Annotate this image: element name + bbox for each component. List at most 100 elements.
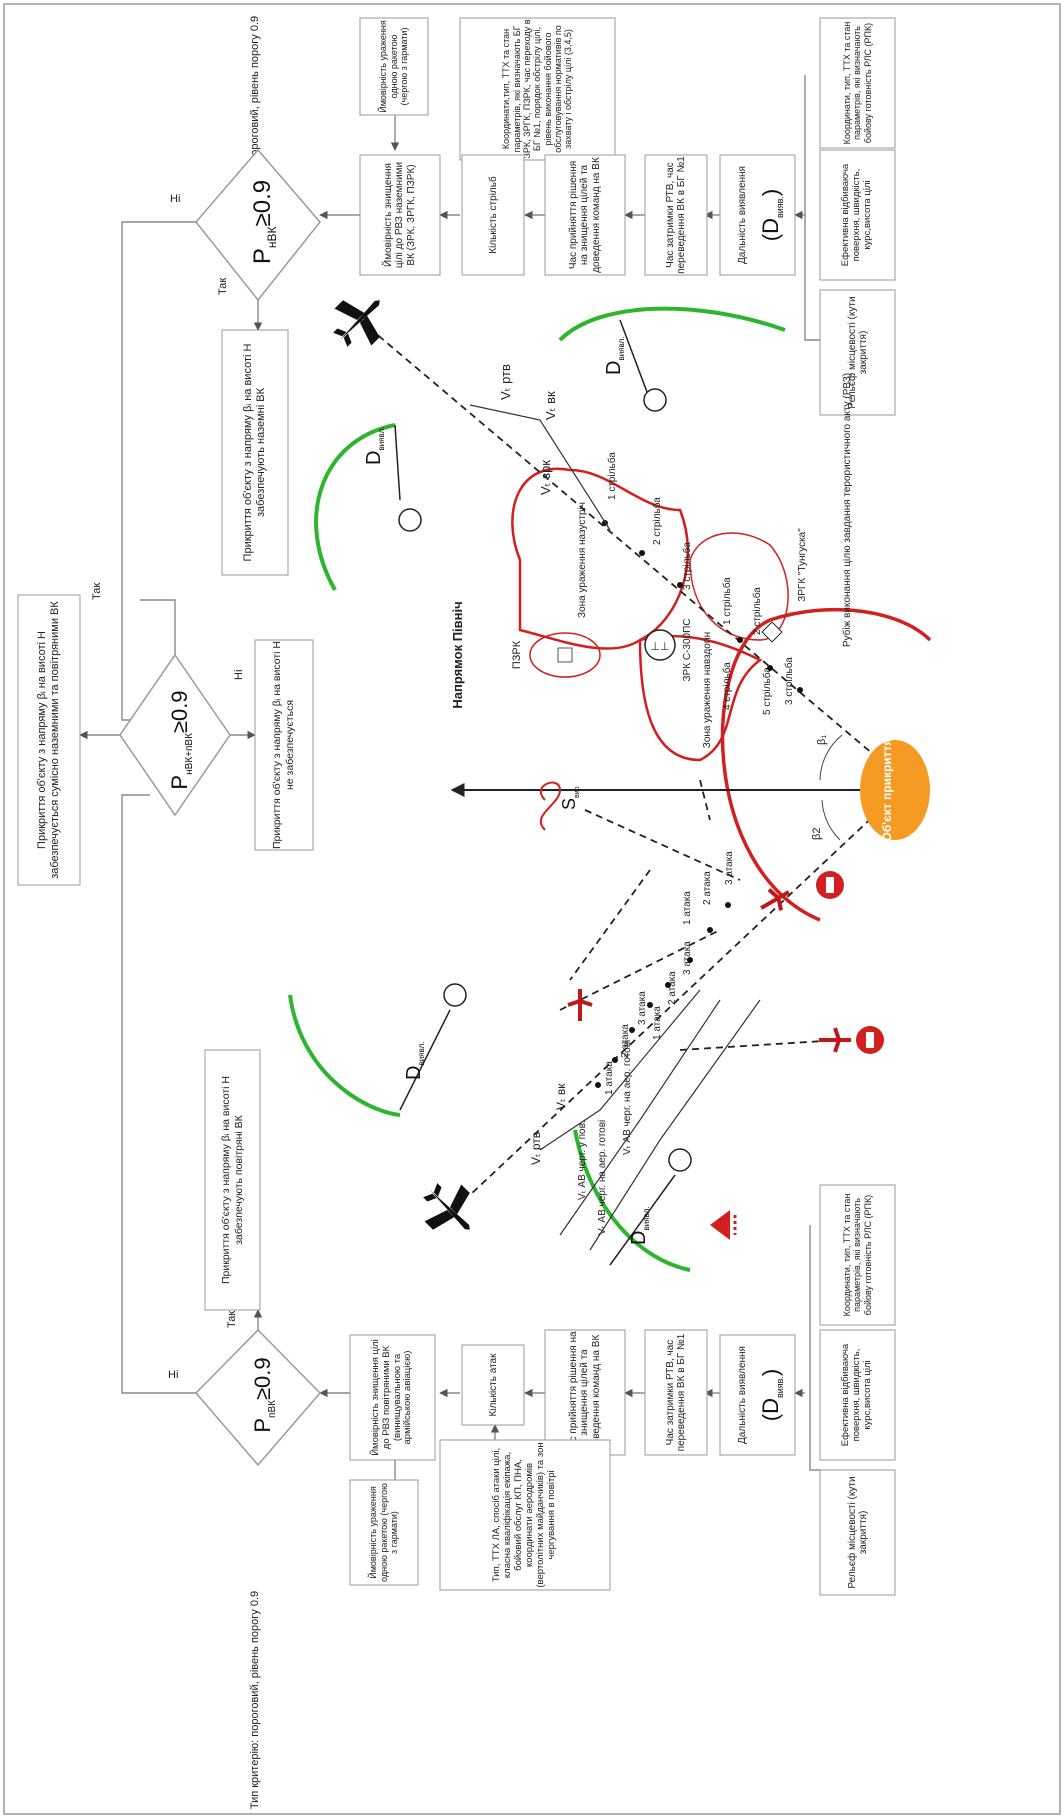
warning-triangle-icon [710,1210,737,1240]
svg-text:Dвиявл.: Dвиявл. [363,427,386,465]
pzrk-zone [529,632,601,678]
svg-text:3 атака: 3 атака [637,991,648,1025]
bottom-track-brackets [539,989,761,1251]
svg-text:Vₜ вк: Vₜ вк [554,1083,568,1110]
radar-bottom-right: Dвиявл. [609,1148,692,1266]
zone-far-label: Зона ураження назустріч [577,502,588,618]
svg-text:2 стрільба: 2 стрільба [651,497,663,545]
radar-detection-arcs [288,306,786,1272]
svg-text:1 атака: 1 атака [604,1061,615,1095]
center-decision-diamond: PнВК+пВК≥0.9 [119,653,231,817]
s300-label: ЗРК С-300ПС [682,619,693,682]
bottom-card-aircraft: Тип, ТТХ ЛА, спосіб атаки цілі, класна к… [439,1439,611,1591]
tactical-map: ПЗРК Напрямок Північ β₁ β2 Об'єкт прикри… [288,300,932,1272]
tunguska-label: ЗРГК "Тунгуска" [797,528,808,602]
svg-text:3 атака: 3 атака [724,851,735,885]
pzrk-icon [557,647,573,663]
top-card-hit-prob: Ймовірність ураження одною ракетою (черг… [359,17,429,116]
beta2-arc [821,799,841,841]
center-top-box: Прикриття об'єкту з напряму βᵢ на висоті… [17,594,81,886]
bottom-box-delay: Час затримки РТВ, час переведення ВК в Б… [644,1329,708,1456]
svg-text:Vₜ вк: Vₜ вк [543,391,558,420]
top-decision-p: P [249,248,276,264]
svg-text:2 атака: 2 атака [667,971,678,1005]
top-card-coords-zrk: Координати,тип, ТТХ та стан параметрів, … [459,17,616,161]
bottom-threshold-note: Тип критерію: пороговий, рівень порогу 0… [249,1591,261,1809]
svg-text:(Dвияв.): (Dвияв.) [758,1369,785,1422]
svg-text:Дальність виявлення: Дальність виявлення [737,166,748,264]
top-decision-diamond: PнВК≥0.9 [195,148,321,302]
svg-text:PнВК+пВК≥0.9: PнВК+пВК≥0.9 [167,690,195,789]
top-box-delay: Час затримки РТВ, час переведення ВК в Б… [644,154,708,276]
svg-text:Sвир: Sвир [559,786,581,810]
fighter-icon-2 [819,1027,851,1053]
zone-near-label: Зона ураження навздогін [702,632,713,748]
enemy-aircraft-top-icon [333,300,380,347]
s300-symbol: ⊥⊥ [644,629,676,661]
attacks-b: 1 атака 2 атака 3 атака [652,941,693,1040]
svg-text:3 стрільба: 3 стрільба [783,657,795,705]
s-virage: Sвир [539,781,581,831]
enemy-aircraft-bottom-icon [423,1183,470,1230]
pzrk-label: ПЗРК [511,640,523,669]
svg-text:Vₜ ртв: Vₜ ртв [529,1132,543,1165]
airfield-marker-1 [856,1026,884,1054]
bottom-card-hit-prob: Ймовірність ураження одною ракетою (черг… [349,1479,419,1586]
bottom-box-relief: Рельєф місцевості (кути закриття) [819,1469,896,1596]
bottom-yes-label: Так [226,1311,238,1328]
fighter-icon-1 [567,989,593,1021]
beta1-label: β₁ [816,735,828,745]
svg-text:Vₜ ртв: Vₜ ртв [498,364,513,400]
svg-text:1 стрільба: 1 стрільба [606,452,618,500]
svg-text:3 стрільба: 3 стрільба [681,542,693,590]
bottom-box-detect-range: Дальність виявлення (Dвияв.) [719,1334,796,1456]
svg-text:Дальність виявлення: Дальність виявлення [737,1346,748,1444]
svg-text:Об'єкт прикриття: Об'єкт прикриття [880,739,894,842]
radar-bottom-left: Dвиявл. [399,983,467,1111]
svg-text:Dвиявл.: Dвиявл. [628,1207,651,1245]
svg-text:Vₜ зрк: Vₜ зрк [538,460,553,495]
center-no-label: Ні [233,670,245,680]
tunguska-symbol [761,621,783,643]
north-label: Напрямок Північ [450,601,465,708]
top-result-box: Прикриття об'єкту з напряму βᵢ на висоті… [221,329,289,576]
svg-text:Dвиявл.: Dвиявл. [603,337,626,375]
svg-text:1 атака: 1 атака [682,891,693,925]
radar-top-left: Dвиявл. [363,424,422,532]
center-yes-label: Так [91,583,103,600]
svg-text:PнВК≥0.9: PнВК≥0.9 [249,180,279,264]
top-track-bracket [469,404,611,531]
shot-points [602,520,803,693]
svg-text:1 атака: 1 атака [652,1006,663,1040]
flight-paths [359,319,881,1196]
bottom-box-rcs: Ефективна відбиваюча поверхня, швидкість… [819,1329,896,1461]
top-box-shots: Кількість стрільб [461,154,525,276]
svg-text:2 стрільба: 2 стрільба [751,587,763,635]
svg-text:(Dвияв.): (Dвияв.) [758,189,785,242]
top-no-label: Ні [170,193,180,205]
top-card-coords-rls: Координати, тип, ТТХ та стан параметрів,… [819,17,896,149]
bottom-no-label: Ні [168,1369,178,1381]
svg-text:2 атака: 2 атака [620,1024,631,1058]
svg-text:PпВК≥0.9: PпВК≥0.9 [250,1357,278,1432]
rvz-circle [720,607,932,922]
tunguska-zone [689,532,789,641]
rvz-label: Рубіж виконання цілю завдання терористич… [841,373,853,647]
svg-text:1 стрільба: 1 стрільба [721,577,733,625]
svg-text:Vₜ АВ черг. у пов.: Vₜ АВ черг. у пов. [577,1120,588,1200]
top-box-prob-ground: Ймовірність знищення цілі до РВЗ наземни… [359,154,441,276]
fighter-icon-3 [760,888,790,911]
top-box-decision-time: Час прийняття рішення на знищення цілей … [544,154,626,276]
attacks-a: 1 атака 2 атака 3 атака [604,991,648,1095]
attacks-c: 1 атака 2 атака 3 атака [682,851,735,925]
svg-text:4 стрільба: 4 стрільба [721,662,733,710]
bottom-box-prob-air: Ймовірність знищення цілі до РВЗ повітря… [349,1334,436,1461]
attack-points [595,902,731,1088]
radar-top-right: Dвиявл. [603,319,667,412]
svg-text:3 атака: 3 атака [682,941,693,975]
svg-text:⊥⊥: ⊥⊥ [650,641,669,653]
airfield-marker-2 [816,871,844,899]
tunguska-shots: 1 стрільба 2 стрільба 3 стрільба [721,577,795,705]
top-box-relief: Рельєф місцевості (кути закриття) [819,289,896,416]
